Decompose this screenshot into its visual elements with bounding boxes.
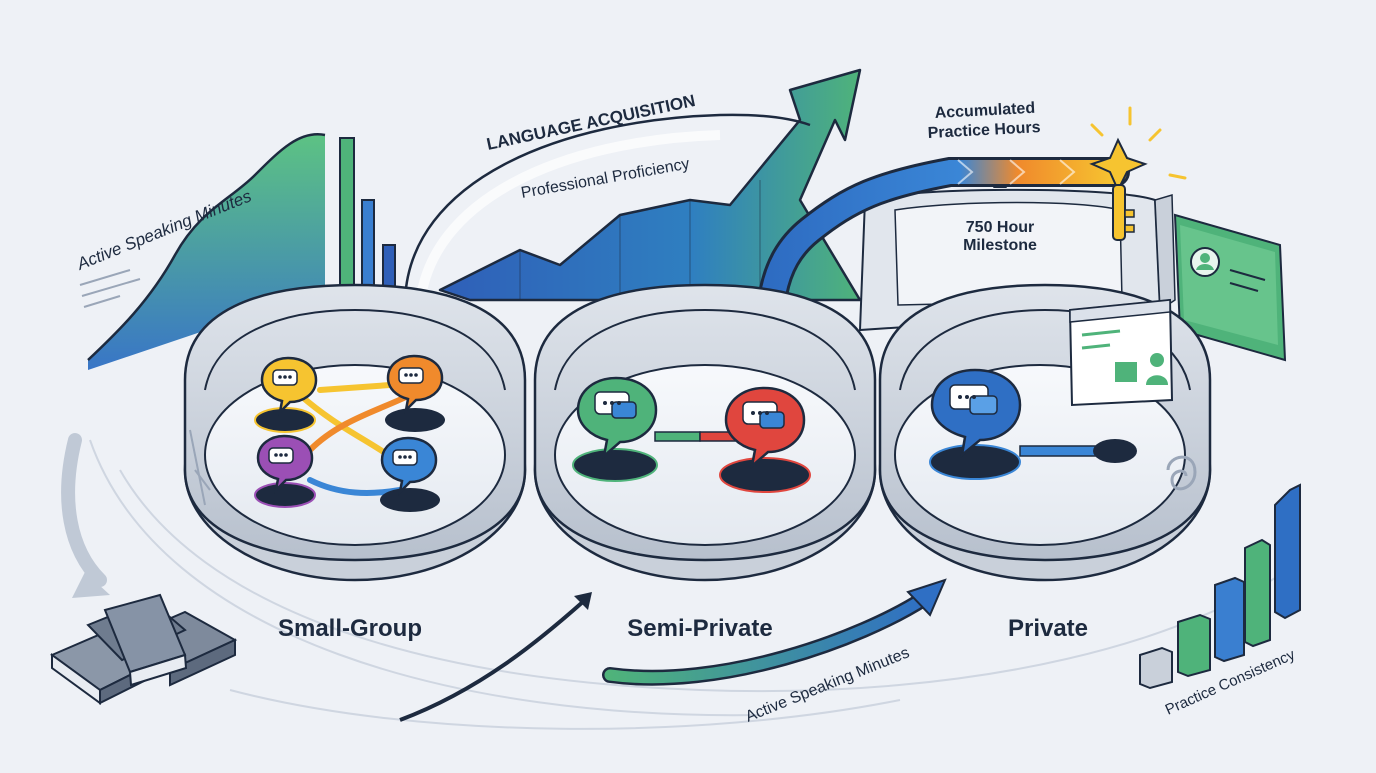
chat-bubble-icon [260, 356, 318, 416]
semi-private-connector [654, 431, 736, 442]
title-arc [403, 113, 811, 301]
practice-consistency-bars [1139, 483, 1301, 690]
video-call-icon [1068, 298, 1174, 407]
small-group-bubbles [254, 407, 445, 512]
semi-private-bases [572, 448, 811, 493]
stage-label-semi-private: Semi-Private [627, 615, 772, 642]
chat-bubble-icon [256, 434, 314, 494]
room-private [878, 283, 1212, 582]
background-swirls [89, 439, 1301, 730]
chat-bubble-icon [380, 436, 438, 496]
spiral-logo-icon [1166, 455, 1197, 491]
milestone-line2: Milestone [963, 237, 1037, 254]
accumulated-line1: Accumulated [934, 100, 1035, 122]
chat-bubble-icon [576, 376, 658, 460]
left-loop-arrow [61, 433, 107, 587]
growth-arrow-icon [438, 68, 862, 302]
center-growth-arrow [399, 598, 587, 722]
private-base [929, 439, 1137, 480]
milestone-line1: 750 Hour [966, 219, 1034, 236]
chat-bubble-icon [724, 386, 806, 470]
accumulated-line2: Practice Hours [927, 119, 1041, 142]
profile-card-icon [1173, 213, 1287, 362]
book-stack-icon [49, 593, 238, 705]
key-icon [1089, 106, 1187, 241]
chat-bubble-icon [386, 354, 444, 414]
arc-title: LANGUAGE ACQUISITION [485, 91, 697, 154]
stage-label-private: Private [1008, 615, 1088, 642]
stage-label-small-group: Small-Group [278, 615, 422, 642]
chat-bubble-icon [930, 368, 1022, 459]
